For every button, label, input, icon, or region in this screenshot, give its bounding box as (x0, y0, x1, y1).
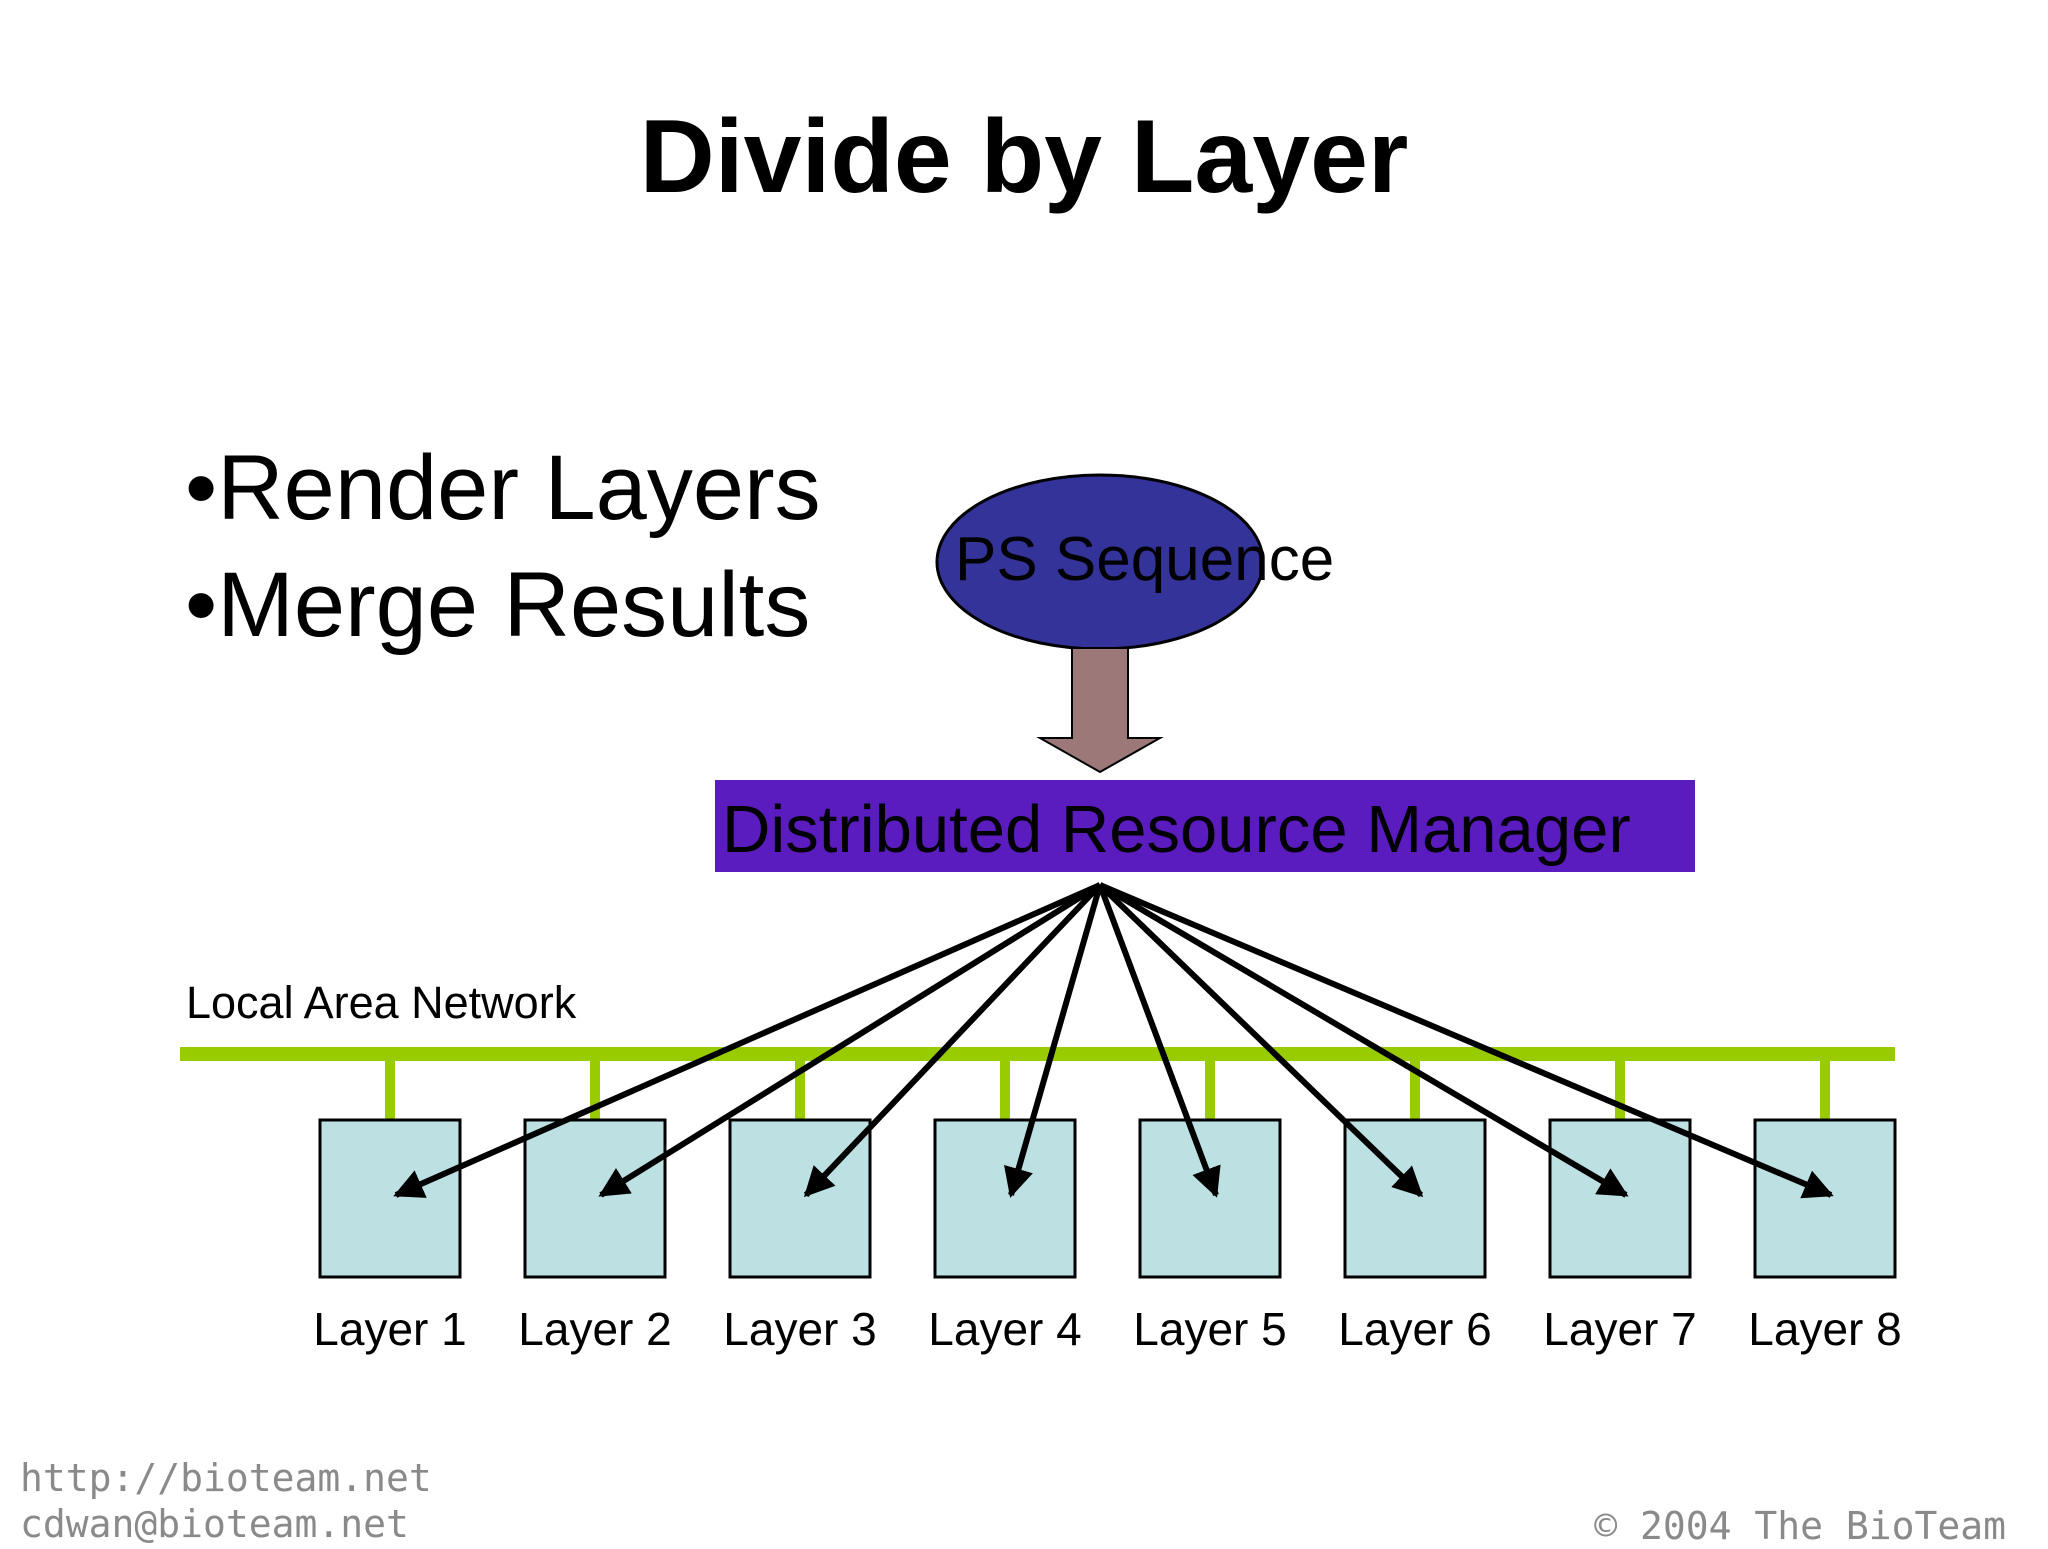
layer-label-2: Layer 2 (518, 1303, 671, 1355)
bullet-list: •Render Layers •Merge Results (185, 430, 821, 664)
ps-sequence-label: PS Sequence (955, 525, 1334, 594)
layer-node-8 (1753, 1118, 1897, 1279)
footer-email[interactable]: cdwan@bioteam.net (20, 1502, 409, 1546)
layer-node-1 (318, 1118, 462, 1279)
layer-node-7 (1548, 1118, 1692, 1279)
layer-node-4 (933, 1118, 1077, 1279)
footer-contact: http://bioteam.net cdwan@bioteam.net (20, 1455, 432, 1547)
footer-url[interactable]: http://bioteam.net (20, 1456, 432, 1500)
dispatch-arrows (393, 882, 1834, 1199)
dispatch-arrow-1 (393, 882, 1102, 1198)
layer-label-7: Layer 7 (1543, 1303, 1696, 1355)
resource-manager-box (715, 780, 1695, 872)
flow-down-arrow (1036, 647, 1164, 774)
layer-label-3: Layer 3 (723, 1303, 876, 1355)
network-drops (385, 1054, 1830, 1120)
dispatch-arrow-8 (1098, 882, 1834, 1199)
dispatch-arrow-2 (598, 882, 1102, 1198)
dispatch-arrow-6 (1097, 882, 1424, 1198)
layer-labels: Layer 1 Layer 2 Layer 3 Layer 4 Layer 5 Layer… (313, 1303, 1901, 1355)
layer-label-5: Layer 5 (1133, 1303, 1286, 1355)
bullet-render-layers: •Render Layers (185, 437, 821, 539)
layer-node-5 (1138, 1118, 1282, 1279)
layer-label-4: Layer 4 (928, 1303, 1081, 1355)
layer-label-1: Layer 1 (313, 1303, 466, 1355)
network-label: Local Area Network (186, 977, 577, 1028)
dispatch-arrow-5 (1097, 883, 1221, 1198)
resource-manager-label: Distributed Resource Manager (722, 792, 1631, 867)
layer-node-2 (523, 1118, 667, 1279)
footer-copyright: © 2004 The BioTeam (1594, 1504, 2006, 1548)
bullet-merge-results: •Merge Results (185, 554, 811, 656)
layer-nodes (318, 1118, 1897, 1279)
layer-node-3 (728, 1118, 872, 1279)
dispatch-arrow-7 (1098, 882, 1629, 1198)
layer-label-6: Layer 6 (1338, 1303, 1491, 1355)
dispatch-arrow-3 (803, 882, 1103, 1198)
dispatch-arrow-4 (1004, 884, 1103, 1198)
slide-title: Divide by Layer (639, 99, 1409, 215)
layer-label-8: Layer 8 (1748, 1303, 1901, 1355)
